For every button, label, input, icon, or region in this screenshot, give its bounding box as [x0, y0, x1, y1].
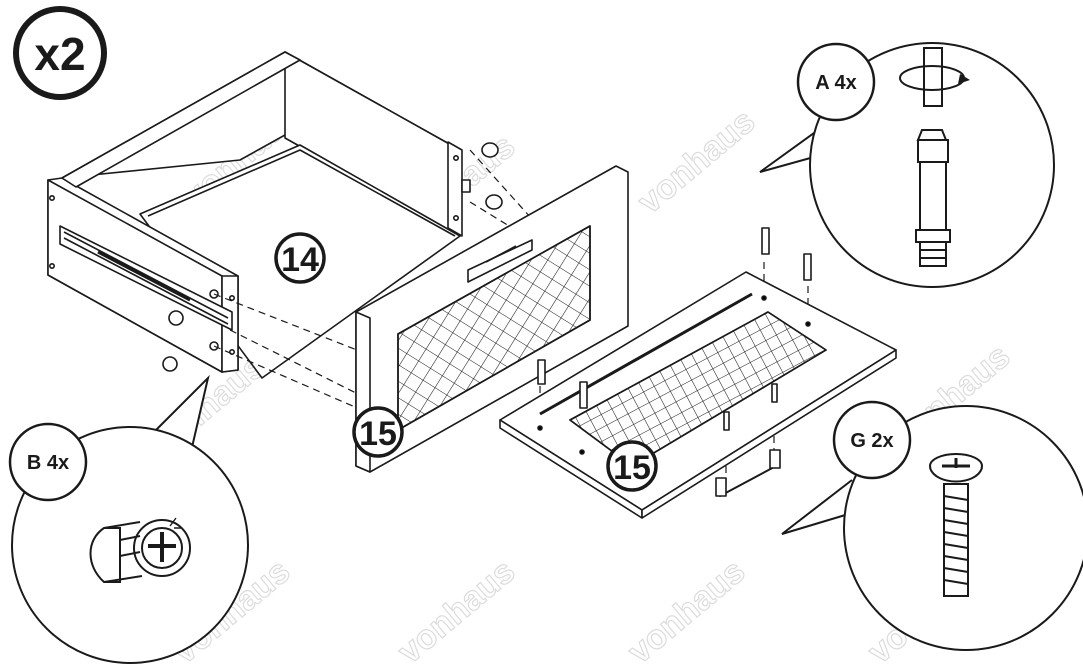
- quantity-label: x2: [34, 28, 85, 80]
- hardware-badge-g: G 2x: [832, 400, 912, 480]
- part-badge-drawer-front-flat: 15: [606, 440, 658, 492]
- quantity-badge: x2: [13, 6, 107, 100]
- callout-a: [759, 42, 1055, 288]
- hardware-badge-a: A 4x: [796, 42, 876, 122]
- hardware-label: A 4x: [815, 72, 857, 94]
- part-number: 14: [281, 241, 319, 279]
- part-badge-drawer-front-installed: 15: [352, 406, 404, 458]
- part-number: 15: [613, 449, 651, 487]
- hardware-label: B 4x: [27, 452, 69, 474]
- watermark: vonhaus: [621, 552, 753, 669]
- drawer-front-flat: [499, 227, 897, 519]
- part-number: 15: [359, 415, 397, 453]
- part-badge-drawer-box: 14: [274, 232, 326, 284]
- watermark: vonhaus: [631, 102, 763, 221]
- watermark: vonhaus: [391, 552, 523, 669]
- hardware-badge-b: B 4x: [8, 422, 88, 502]
- hardware-label: G 2x: [850, 430, 893, 452]
- callout-g: [781, 405, 1083, 651]
